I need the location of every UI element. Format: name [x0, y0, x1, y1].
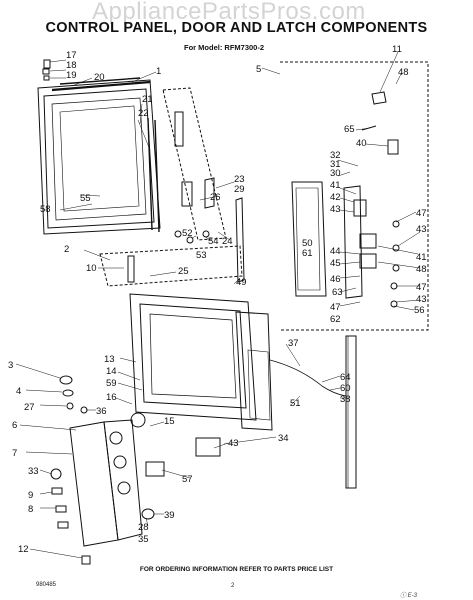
callout-label: 57 — [182, 474, 193, 485]
callout-label: 53 — [196, 250, 207, 261]
callout-label: 33 — [28, 466, 39, 477]
callout-label: 14 — [106, 366, 117, 377]
callout-label: 24 — [222, 236, 233, 247]
callout-label: 54 — [208, 236, 219, 247]
callout-label: 7 — [12, 448, 17, 459]
hinge-strips — [147, 117, 160, 233]
callout-label: 5 — [256, 64, 261, 75]
callout-label: 38 — [340, 394, 351, 405]
callout-label: 28 — [138, 522, 149, 533]
callout-label: 41 — [416, 252, 427, 263]
callout-label: 63 — [332, 287, 343, 298]
callout-label: 25 — [178, 266, 189, 277]
callout-label: 32 — [330, 150, 341, 161]
callout-label: 43 — [330, 204, 341, 215]
callout-label: 29 — [234, 184, 245, 195]
callout-label: 41 — [330, 180, 341, 191]
diagram-title: CONTROL PANEL, DOOR AND LATCH COMPONENTS — [45, 20, 428, 36]
callout-label: 3 — [8, 360, 13, 371]
callout-label: 8 — [28, 504, 33, 515]
callout-label: 23 — [234, 174, 245, 185]
signature-mark: ⓘ E-3 — [400, 593, 418, 599]
callout-label: 56 — [414, 305, 425, 316]
callout-label: 47 — [416, 208, 427, 219]
callout-label: 51 — [290, 398, 301, 409]
callout-label: 49 — [236, 277, 247, 288]
callout-label: 2 — [64, 244, 69, 255]
callout-label: 46 — [330, 274, 341, 285]
watermark: AppliancePartsPros.com — [92, 0, 366, 25]
callout-label: 20 — [94, 72, 105, 83]
model-subtitle: For Model: RFM7300-2 — [184, 43, 265, 52]
callout-label: 61 — [302, 248, 313, 259]
callout-label: 22 — [138, 108, 149, 119]
callout-label: 15 — [164, 416, 175, 427]
control-panel-frame — [129, 293, 273, 431]
callout-label: 52 — [182, 228, 193, 239]
callout-label: 40 — [356, 138, 367, 149]
callout-label: 44 — [330, 246, 341, 257]
callout-label: 55 — [80, 193, 91, 204]
callout-label: 59 — [106, 378, 117, 389]
callout-label: 35 — [138, 534, 149, 545]
callout-label: 13 — [104, 354, 115, 365]
callout-label: 62 — [330, 314, 341, 325]
callout-label: 65 — [344, 124, 355, 135]
callout-label: 42 — [330, 192, 341, 203]
doc-code: 980485 — [36, 582, 57, 588]
callout-label: 39 — [164, 510, 175, 521]
callout-label: 1 — [156, 66, 161, 77]
callout-label: 60 — [340, 383, 351, 394]
callout-label: 12 — [18, 544, 29, 555]
callout-label: 50 — [302, 238, 313, 249]
callout-label: 21 — [142, 94, 153, 105]
callout-label: 4 — [16, 386, 21, 397]
ordering-footer: FOR ORDERING INFORMATION REFER TO PARTS … — [139, 566, 334, 573]
callout-label: 31 — [330, 159, 341, 170]
callout-label: 18 — [66, 60, 77, 71]
callout-label: 37 — [288, 338, 299, 349]
callout-label: 11 — [392, 44, 402, 55]
callout-label: 47 — [416, 282, 427, 293]
callout-label: 26 — [210, 192, 221, 203]
page-number: 2 — [231, 583, 235, 589]
small-screws-17-19 — [42, 59, 51, 81]
callout-label: 19 — [66, 70, 77, 81]
callout-label: 36 — [96, 406, 107, 417]
callout-label: 43 — [228, 438, 239, 449]
callout-label: 30 — [330, 168, 341, 179]
callout-label: 10 — [86, 263, 97, 274]
callout-label: 6 — [12, 420, 17, 431]
callout-label: 48 — [398, 67, 409, 78]
switch-parts — [291, 91, 400, 308]
callout-label: 64 — [340, 372, 351, 383]
callout-label: 47 — [330, 302, 341, 313]
callout-label: 17 — [66, 50, 77, 61]
door-frame-assembly — [37, 77, 161, 235]
callout-label: 16 — [106, 392, 117, 403]
callout-label: 9 — [28, 490, 33, 501]
callout-label: 34 — [278, 433, 289, 444]
keypad-panel — [69, 419, 143, 547]
callout-label: 45 — [330, 258, 341, 269]
callout-label: 27 — [24, 402, 35, 413]
callout-label: 58 — [40, 204, 51, 215]
callout-label: 43 — [416, 294, 427, 305]
callout-label: 48 — [416, 264, 427, 275]
callout-label: 43 — [416, 224, 427, 235]
